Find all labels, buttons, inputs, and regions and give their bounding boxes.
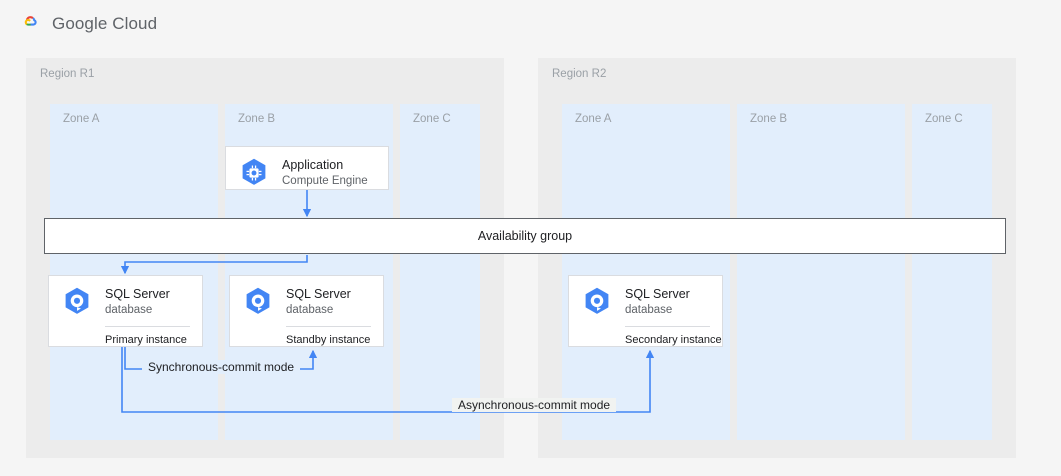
node-title: SQL Server (625, 287, 690, 302)
node-db-standby[interactable]: SQL Server database Standby instance (229, 275, 384, 347)
zone-label: Zone C (413, 113, 451, 125)
sql-server-database-icon (246, 287, 270, 314)
node-title: Application (282, 158, 344, 173)
node-title: SQL Server (286, 287, 351, 302)
node-subtitle: database (286, 303, 334, 316)
node-application[interactable]: Application Compute Engine (225, 146, 389, 190)
page-header: Google Cloud (0, 0, 1061, 48)
region-r1-container: Region R1 Zone A Zone B Zone C (26, 58, 504, 458)
node-db-secondary-text: SQL Server database (625, 287, 690, 316)
google-cloud-logo-icon (24, 16, 37, 26)
brand-google: Google (52, 14, 108, 33)
node-instance-role: Secondary instance (625, 334, 722, 346)
zone-label: Zone B (750, 113, 788, 125)
zone-label: Zone A (575, 113, 612, 125)
node-db-secondary-row: SQL Server database (569, 276, 722, 325)
node-db-primary-row: SQL Server database (49, 276, 202, 325)
edge-primary-to-secondary (121, 347, 655, 413)
brand-title: Google Cloud (52, 14, 157, 34)
edge-label-asynchronous-commit: Asynchronous-commit mode (452, 398, 617, 412)
availability-group-label: Availability group (477, 229, 573, 243)
region-r2-label: Region R2 (552, 68, 607, 80)
node-instance-role: Standby instance (286, 334, 371, 346)
availability-group-box[interactable]: Availability group (44, 218, 1006, 254)
zone-label: Zone C (925, 113, 963, 125)
node-subtitle: Compute Engine (282, 174, 368, 187)
region-r2-zone-b: Zone B (737, 104, 905, 440)
brand-cloud: Cloud (112, 14, 158, 33)
node-db-primary[interactable]: SQL Server database Primary instance (48, 275, 203, 347)
node-subtitle: database (625, 303, 673, 316)
region-r2-container: Region R2 Zone A Zone B Zone C (538, 58, 1016, 458)
edge-label-synchronous-commit: Synchronous-commit mode (142, 360, 301, 374)
region-r2-zone-a: Zone A (562, 104, 730, 440)
node-divider (625, 326, 710, 327)
sql-server-database-icon (65, 287, 89, 314)
node-db-secondary[interactable]: SQL Server database Secondary instance (568, 275, 723, 347)
node-divider (286, 326, 371, 327)
sql-server-database-icon (585, 287, 609, 314)
architecture-diagram: Region R1 Zone A Zone B Zone C Region R2… (0, 48, 1061, 476)
node-db-standby-text: SQL Server database (286, 287, 351, 316)
edge-availability-group-to-primary (120, 255, 308, 275)
node-divider (105, 326, 190, 327)
region-r1-zone-c: Zone C (400, 104, 480, 440)
region-r1-zone-a: Zone A (50, 104, 218, 440)
compute-engine-icon (242, 158, 266, 185)
zone-label: Zone A (63, 113, 100, 125)
node-instance-role: Primary instance (105, 334, 187, 346)
node-title: SQL Server (105, 287, 170, 302)
zone-label: Zone B (238, 113, 276, 125)
node-subtitle: database (105, 303, 153, 316)
node-application-row: Application Compute Engine (226, 147, 388, 196)
node-db-primary-text: SQL Server database (105, 287, 170, 316)
region-r2-zone-c: Zone C (912, 104, 992, 440)
region-r1-label: Region R1 (40, 68, 95, 80)
node-application-text: Application Compute Engine (282, 158, 368, 187)
node-db-standby-row: SQL Server database (230, 276, 383, 325)
